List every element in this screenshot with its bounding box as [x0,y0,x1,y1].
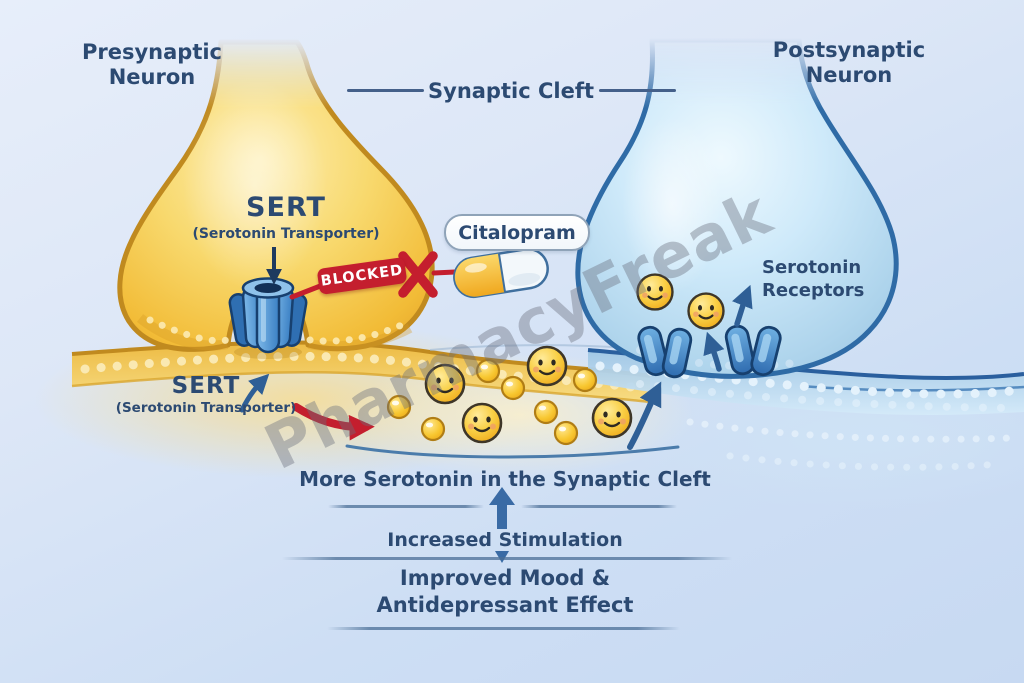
red-x-icon [398,251,438,298]
outcome-step3-label: Improved Mood & Antidepressant Effect [376,566,634,618]
outcome-step1-label: More Serotonin in the Synaptic Cleft [299,467,711,491]
divider-line [282,557,732,560]
citalopram-label-bubble: Citalopram [444,214,590,251]
sert-pointer-arrow [239,373,270,413]
citalopram-capsule-icon [453,247,549,299]
cleft-label-dash-left [347,89,424,92]
sert-upper-label: SERT [246,192,326,223]
serotonin-molecule-icon [687,292,725,330]
citalopram-label: Citalopram [458,221,576,244]
capsule-connector-line [431,269,458,276]
up-arrow-icon [489,487,515,529]
sert-lower-label: SERT [171,373,241,399]
serotonin-vesicle-icon [572,367,598,393]
serotonin-molecule-icon [591,397,633,439]
outcome-step2-label: Increased Stimulation [387,529,623,551]
sert-upper-sublabel: (Serotonin Transporter) [192,226,380,242]
serotonin-molecule-icon [461,402,503,444]
sert-lower-sublabel: (Serotonin Transporter) [115,400,297,416]
cleft-top-line [429,344,629,351]
postsynaptic-neuron-label: Postsynaptic Neuron [772,38,926,87]
presynaptic-neuron-label: Presynaptic Neuron [81,40,223,89]
binding-arrow [627,381,662,450]
serotonin-vesicle-icon [553,420,579,446]
divider-line [328,505,484,508]
binding-arrow [703,331,725,372]
serotonin-receptors-label: Serotonin Receptors [762,257,865,301]
cleft-label-dash-right [599,89,676,92]
divider-line [521,505,677,508]
sert-transporter [228,277,308,359]
binding-arrow [732,284,753,327]
synaptic-cleft-label: Synaptic Cleft [428,79,594,103]
serotonin-vesicle-icon [500,375,526,401]
serotonin-vesicle-icon [420,416,446,442]
serotonin-vesicle-icon [533,399,559,425]
cleft-underline-swoosh [345,444,680,459]
serotonin-release-arrow [292,403,375,441]
divider-line [327,627,680,630]
